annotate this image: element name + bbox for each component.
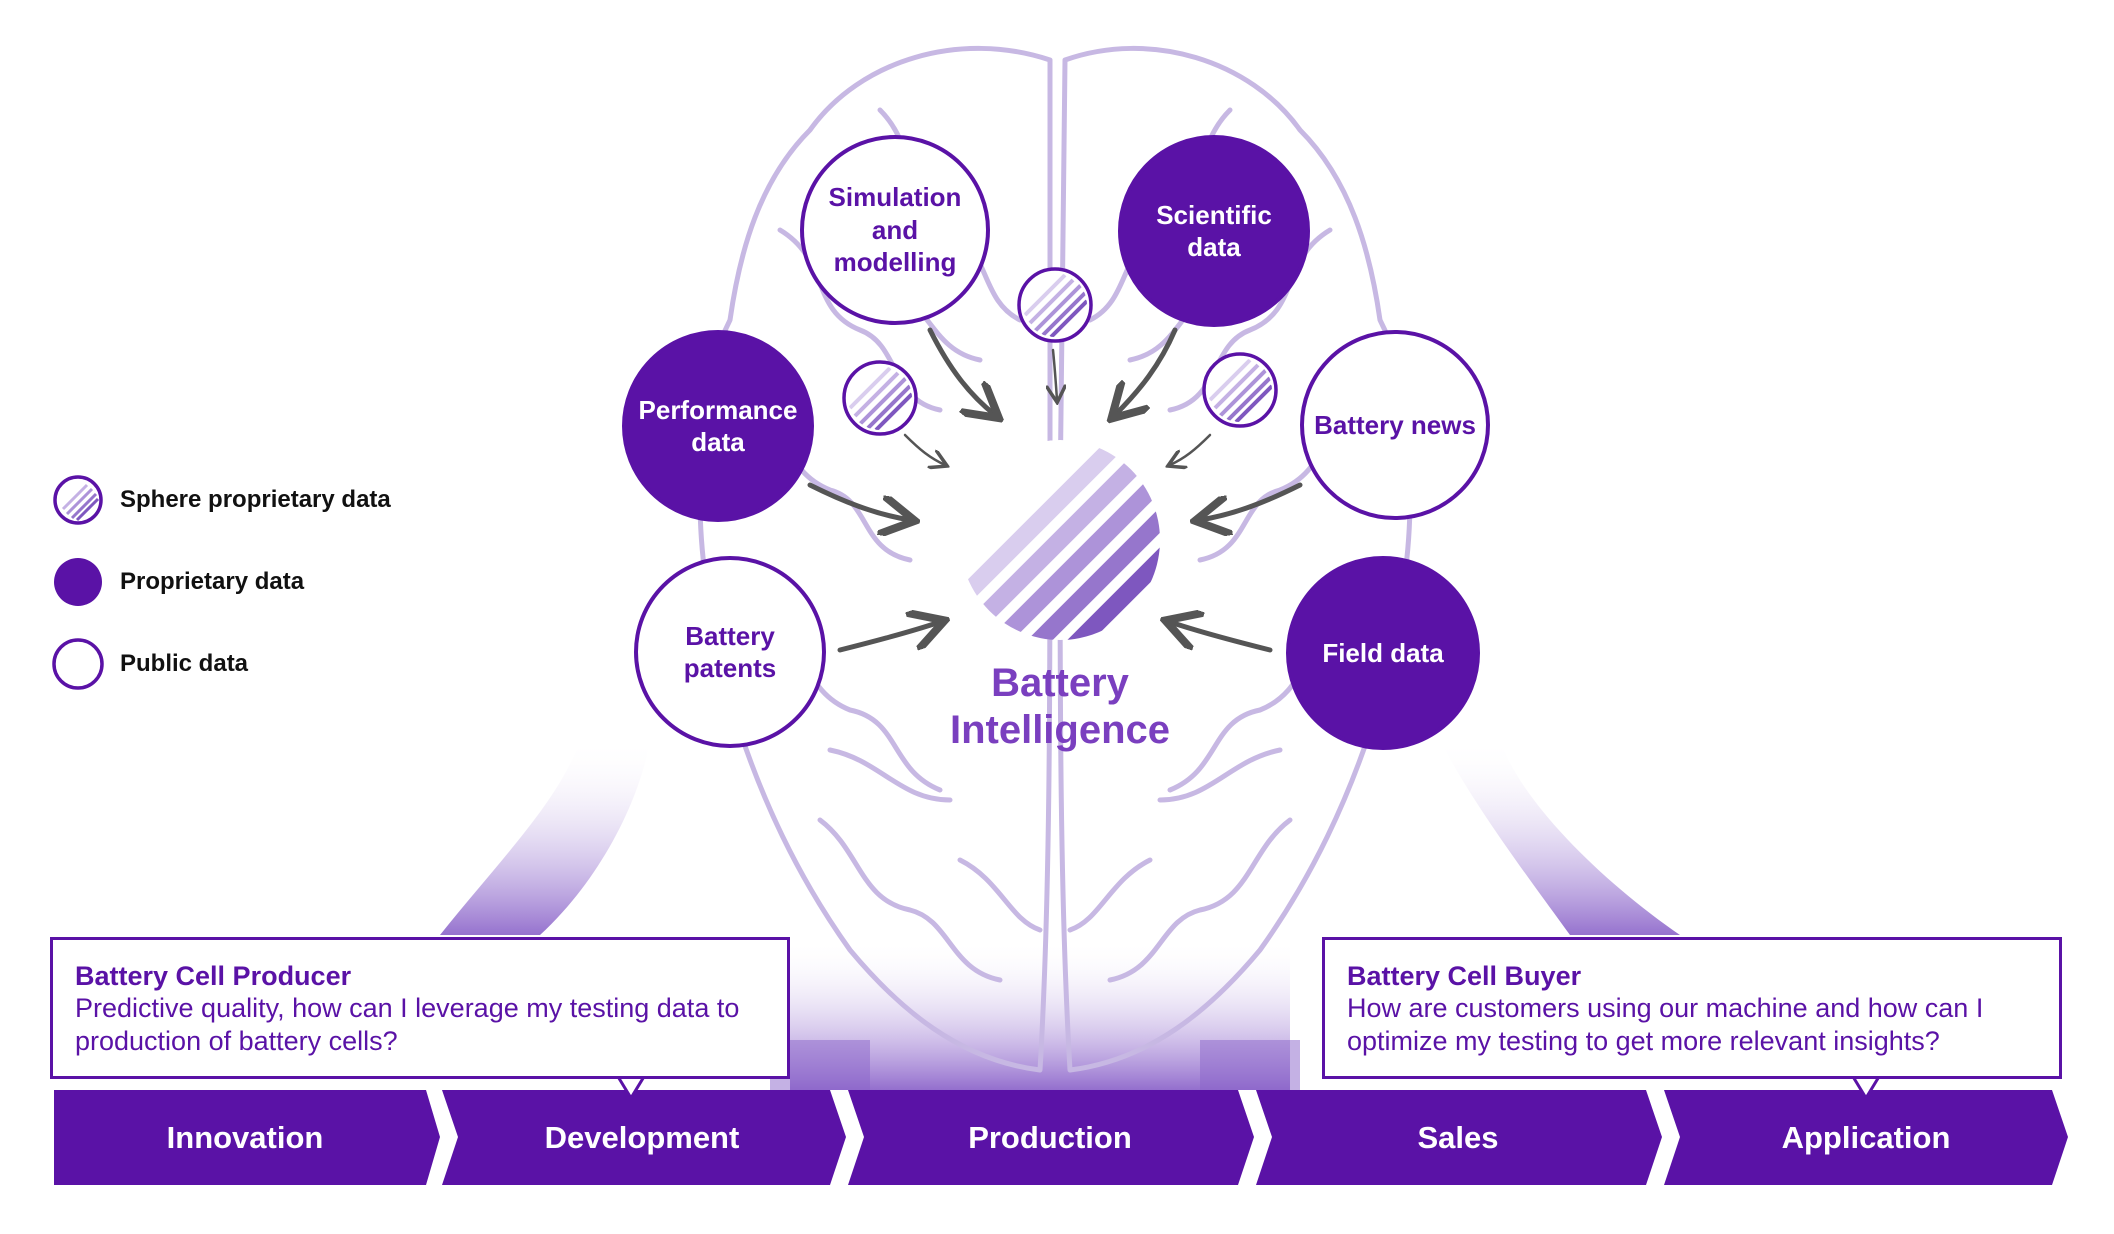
- sphere-logo-left: [842, 360, 918, 436]
- sphere-logo-icon: [53, 475, 103, 525]
- node-performance-line2: data: [691, 427, 745, 457]
- arrow-sphere-top: [1053, 348, 1057, 400]
- stage-label-innovation: Innovation: [166, 1120, 324, 1155]
- node-simulation-line1: Simulation: [828, 182, 962, 213]
- battery-intelligence-title: Battery Intelligence: [880, 660, 1240, 754]
- node-battery-patents: Battery patents: [634, 556, 826, 748]
- node-news-line1: Battery news: [1314, 409, 1476, 440]
- title-line1: Battery: [991, 661, 1129, 705]
- buyer-heading: Battery Cell Buyer: [1347, 961, 1582, 991]
- stage-production: [848, 1090, 1254, 1185]
- node-scientific-line1: Scientific: [1156, 199, 1272, 230]
- node-simulation-line2: and: [871, 214, 919, 245]
- legend-proprietary-label: Proprietary data: [120, 568, 305, 595]
- node-field-line1: Field data: [1322, 637, 1444, 668]
- node-scientific-line2: data: [1187, 232, 1241, 262]
- node-scientific-data: Scientific data: [1118, 135, 1310, 327]
- sphere-logo-right: [1202, 352, 1278, 428]
- arrow-sphere-right: [1170, 433, 1212, 465]
- filled-circle-icon: [54, 558, 102, 606]
- node-patents-line1: Battery: [685, 620, 775, 651]
- legend-sphere-label: Sphere proprietary data: [120, 486, 391, 513]
- arrow-news: [1200, 482, 1303, 520]
- node-battery-news: Battery news: [1300, 330, 1490, 520]
- producer-body: Predictive quality, how can I leverage m…: [75, 993, 740, 1056]
- stage-sales: [1256, 1090, 1662, 1185]
- stage-development: [442, 1090, 846, 1185]
- stage-label-production: Production: [968, 1120, 1132, 1155]
- producer-callout: Battery Cell Producer Predictive quality…: [50, 937, 790, 1079]
- producer-heading: Battery Cell Producer: [75, 961, 352, 991]
- arrow-scientific: [1115, 327, 1178, 415]
- stage-innovation: [54, 1090, 440, 1185]
- node-performance-data: Performance data: [622, 330, 814, 522]
- process-chevrons: [54, 1090, 2068, 1185]
- arrow-sphere-left: [903, 433, 945, 465]
- buyer-callout: Battery Cell Buyer How are customers usi…: [1322, 937, 2062, 1079]
- stage-label-sales: Sales: [1417, 1120, 1499, 1155]
- legend-icons: [52, 475, 104, 690]
- outline-circle-icon: [52, 638, 104, 690]
- arrow-patents: [837, 622, 940, 653]
- title-line2: Intelligence: [949, 708, 1171, 753]
- input-arrows: [807, 327, 1303, 653]
- arrow-simulation: [927, 327, 995, 415]
- sphere-logo-top: [1017, 267, 1093, 343]
- legend-public-label: Public data: [120, 650, 249, 677]
- sphere-arrows: [903, 348, 1212, 465]
- stage-label-development: Development: [544, 1120, 740, 1155]
- node-simulation-modelling: Simulation and modelling: [800, 135, 990, 325]
- arrow-field: [1170, 622, 1273, 653]
- node-patents-line2: patents: [683, 653, 777, 683]
- stage-application: [1664, 1090, 2068, 1185]
- node-simulation-line3: modelling: [833, 247, 957, 278]
- light-beams: [440, 740, 1680, 1090]
- node-performance-line1: Performance: [638, 394, 798, 425]
- buyer-body: How are customers using our machine and …: [1347, 993, 1984, 1056]
- stage-label-application: Application: [1781, 1120, 1951, 1155]
- node-field-data: Field data: [1286, 556, 1480, 750]
- arrow-performance: [807, 482, 910, 520]
